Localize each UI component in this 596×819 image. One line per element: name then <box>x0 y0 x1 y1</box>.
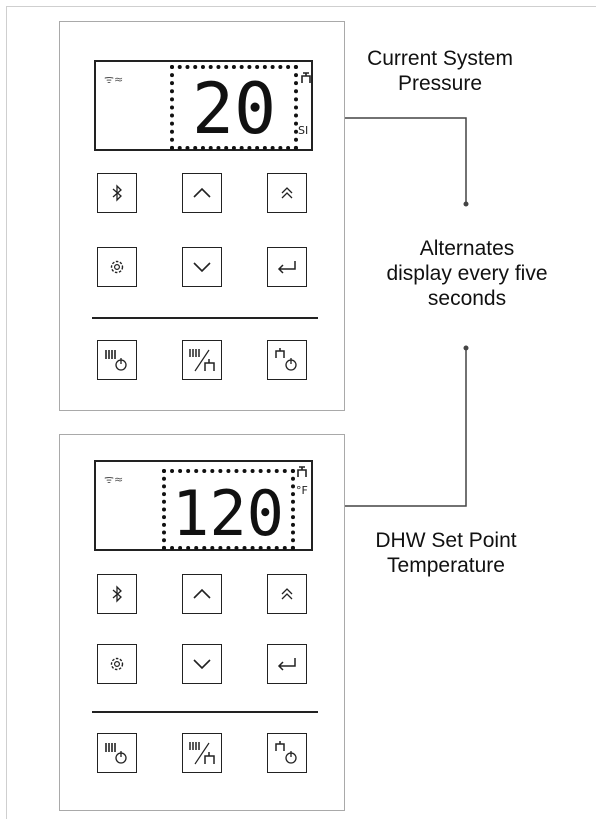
enter-button[interactable] <box>267 644 307 684</box>
settings-button[interactable] <box>97 644 137 684</box>
bluetooth-icon <box>112 184 122 202</box>
bluetooth-button[interactable] <box>97 173 137 213</box>
settings-icon <box>110 657 124 671</box>
heating-power-button[interactable] <box>97 733 137 773</box>
wifi-icon: ᯤ≈ <box>104 473 124 486</box>
control-panel-top: ᯤ≈ 20 SI <box>59 21 345 411</box>
double-up-arrow-icon <box>281 588 293 600</box>
seven-segment-readout: 20 <box>192 69 276 146</box>
heating-dhw-icon <box>189 742 215 765</box>
pressure-digits-highlight: 20 <box>170 65 298 150</box>
faucet-icon <box>297 466 307 477</box>
wifi-icon: ᯤ≈ <box>104 73 124 86</box>
heating-power-icon <box>105 350 127 371</box>
enter-icon <box>277 261 296 274</box>
heating-power-icon <box>105 743 127 764</box>
connector-bottom-dot <box>463 345 469 351</box>
dhw-power-icon <box>275 348 297 371</box>
fast-up-button[interactable] <box>267 173 307 213</box>
heating-dhw-button[interactable] <box>182 340 222 380</box>
divider <box>92 317 318 319</box>
alternates-annotation: Alternates display every five seconds <box>386 237 548 310</box>
connector-top <box>290 117 467 204</box>
pressure-annotation: Current System Pressure <box>367 47 513 95</box>
faucet-icon <box>301 72 311 83</box>
settings-icon <box>110 260 124 274</box>
down-arrow-icon <box>193 262 211 273</box>
up-button[interactable] <box>182 173 222 213</box>
connector-top-dot <box>463 201 469 207</box>
dhw-annotation: DHW Set Point Temperature <box>375 529 517 577</box>
display-value: 20 <box>192 69 276 146</box>
bluetooth-icon <box>112 585 122 603</box>
fast-up-button[interactable] <box>267 574 307 614</box>
heating-power-button[interactable] <box>97 340 137 380</box>
connector-bottom <box>288 348 467 507</box>
heating-dhw-button[interactable] <box>182 733 222 773</box>
dhw-power-button[interactable] <box>267 733 307 773</box>
down-arrow-icon <box>193 659 211 670</box>
down-button[interactable] <box>182 644 222 684</box>
heating-dhw-icon <box>189 349 215 372</box>
lcd-display: ᯤ≈ 20 SI <box>94 60 313 151</box>
dhw-power-icon <box>275 741 297 764</box>
up-arrow-icon <box>193 588 211 599</box>
double-up-arrow-icon <box>281 187 293 199</box>
display-value: 120 <box>172 477 284 546</box>
dhw-power-button[interactable] <box>267 340 307 380</box>
bluetooth-button[interactable] <box>97 574 137 614</box>
unit-label: °F <box>296 484 308 497</box>
divider <box>92 711 318 713</box>
seven-segment-readout: 120 <box>172 477 284 546</box>
enter-button[interactable] <box>267 247 307 287</box>
figure-frame <box>6 6 596 819</box>
lcd-display: ᯤ≈ 120 °F <box>94 460 313 551</box>
temperature-digits-highlight: 120 <box>162 469 295 550</box>
unit-label: SI <box>298 124 309 137</box>
control-panel-bottom: ᯤ≈ 120 °F <box>59 434 345 811</box>
up-button[interactable] <box>182 574 222 614</box>
enter-icon <box>277 658 296 671</box>
down-button[interactable] <box>182 247 222 287</box>
settings-button[interactable] <box>97 247 137 287</box>
up-arrow-icon <box>193 187 211 198</box>
